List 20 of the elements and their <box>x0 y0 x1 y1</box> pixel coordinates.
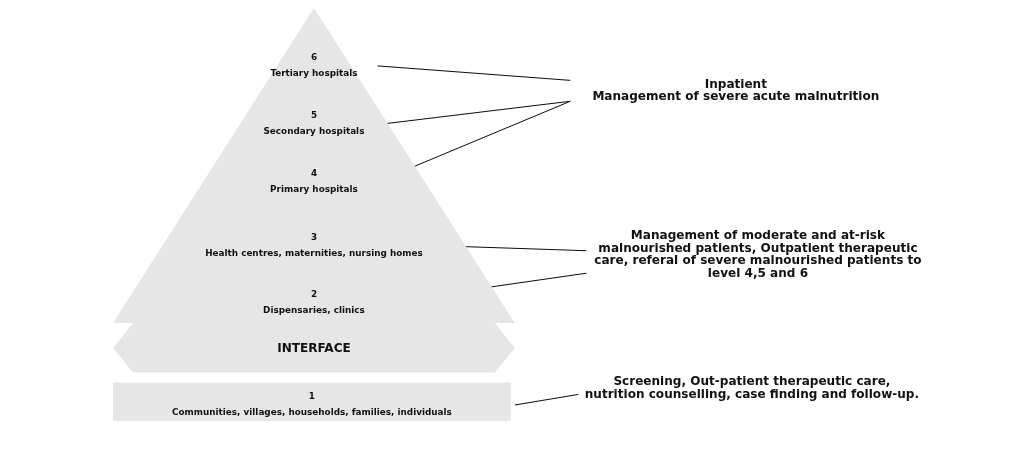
level-label: Primary hospitals <box>270 183 358 197</box>
note-heading: Inpatient <box>703 77 768 90</box>
level-label: Communities, villages, households, families, individuals <box>172 406 452 420</box>
level-number: 5 <box>310 109 318 123</box>
level-number: 3 <box>310 231 318 245</box>
level-number: 1 <box>308 390 315 404</box>
note-text: Management of moderate and at-risk malnourished patients, Outpatient therapeutic care, referal of severe malnourished patients to level 4,5 and 6 <box>593 228 923 280</box>
level-label: Secondary hospitals <box>263 125 365 139</box>
level-label: Dispensaries, clinics <box>263 303 365 317</box>
level-box <box>113 382 511 422</box>
level-number: 4 <box>310 167 318 180</box>
level-number: 2 <box>310 287 318 301</box>
note-text: Management of severe acute malnutrition <box>591 90 881 103</box>
leader-line <box>514 393 579 406</box>
level-label: Health centres, maternities, nursing homes <box>205 247 423 261</box>
leader-line <box>377 65 571 81</box>
band-label: INTERFACE <box>277 341 351 355</box>
level-label: Tertiary hospitals <box>270 67 358 81</box>
note-text: Screening, Out-patient therapeutic care, nutrition counselling, case finding and follow-up. <box>583 374 921 401</box>
level-number: 6 <box>310 51 318 65</box>
